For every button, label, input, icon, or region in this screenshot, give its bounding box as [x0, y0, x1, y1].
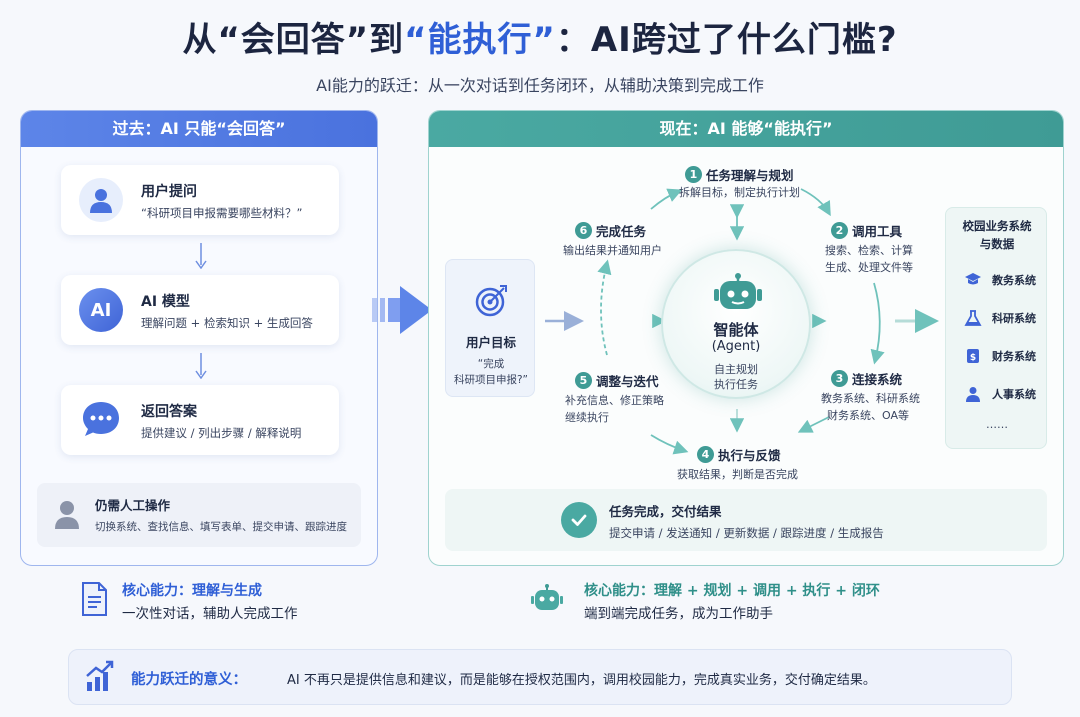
- user-icon: [79, 178, 123, 222]
- systems-title-2: 与数据: [979, 237, 1015, 251]
- step-6-desc: 输出结果并通知用户: [563, 244, 662, 257]
- robot-icon: [531, 584, 563, 610]
- system-item-hr: 人事系统: [964, 386, 1036, 402]
- manual-title: 仍需人工操作: [95, 498, 171, 513]
- past-panel-header: 过去：AI 只能“会回答”: [21, 111, 377, 147]
- chat-bubble-icon: [79, 398, 123, 442]
- ai-model-text: 理解问题 + 检索知识 + 生成回答: [141, 316, 313, 330]
- meaning-label: 能力跃迁的意义：: [131, 672, 247, 688]
- present-panel: 现在：AI 能够“能执行” 用户目标 “完成 科研项目申报?”: [428, 110, 1064, 566]
- meaning-text: AI 不再只是提供信息和建议，而是能够在授权范围内，调用校园能力，完成真实业务，…: [287, 673, 876, 688]
- user-goal-text-2: 科研项目申报?”: [453, 374, 528, 386]
- ai-model-title: AI 模型: [141, 294, 190, 310]
- step-2-desc-1: 搜索、检索、计算: [825, 244, 913, 257]
- systems-more: ……: [986, 418, 1008, 431]
- agent-en: (Agent): [711, 339, 761, 354]
- robot-icon: [714, 273, 762, 309]
- user-goal-box: 用户目标 “完成 科研项目申报?”: [445, 259, 535, 397]
- step-3-desc-1: 教务系统、科研系统: [821, 392, 920, 405]
- return-answer-card: 返回答案 提供建议 / 列出步骤 / 解释说明: [61, 385, 339, 455]
- meaning-bar: 能力跃迁的意义： AI 不再只是提供信息和建议，而是能够在授权范围内，调用校园能…: [68, 649, 1012, 705]
- present-core-text: 端到端完成任务，成为工作助手: [584, 606, 773, 622]
- step-3-desc-2: 财务系统、OA等: [827, 409, 909, 422]
- graduation-cap-icon: [965, 273, 981, 285]
- task-complete-text: 提交申请 / 发送通知 / 更新数据 / 跟踪进度 / 生成报告: [609, 526, 884, 540]
- present-panel-header: 现在：AI 能够“能执行”: [429, 111, 1063, 147]
- big-arrow-icon: [372, 286, 432, 334]
- step-5-desc-1: 补充信息、修正策略: [565, 394, 664, 407]
- page-title: 从“会回答”到“能执行”：AI跨过了什么门槛?: [182, 20, 898, 60]
- step-5-desc-2: 继续执行: [565, 411, 609, 424]
- title-highlight: “能执行”: [404, 20, 556, 60]
- system-item-finance: $ 财务系统: [964, 348, 1036, 364]
- user-question-card: 用户提问 “科研项目申报需要哪些材料？”: [61, 165, 339, 235]
- document-icon: [82, 582, 107, 616]
- system-item-academic: 教务系统: [964, 272, 1036, 288]
- task-complete-box: 任务完成，交付结果 提交申请 / 发送通知 / 更新数据 / 跟踪进度 / 生成…: [445, 489, 1047, 551]
- campus-systems-box: 校园业务系统 与数据 教务系统 科研系统 $ 财务系统 人事系统 ……: [945, 207, 1047, 449]
- step-4-desc: 获取结果，判断是否完成: [677, 468, 798, 481]
- step-2-desc-2: 生成、处理文件等: [825, 261, 913, 274]
- return-answer-title: 返回答案: [141, 404, 197, 420]
- user-question-title: 用户提问: [141, 184, 197, 200]
- agent-title: 智能体: [713, 321, 759, 339]
- ai-model-card: AI AI 模型 理解问题 + 检索知识 + 生成回答: [61, 275, 339, 345]
- step-1-desc: 拆解目标，制定执行计划: [679, 186, 800, 199]
- ai-model-icon: AI: [79, 288, 123, 332]
- past-panel: 过去：AI 只能“会回答” 用户提问 “科研项目申报需要哪些材料？” AI AI…: [20, 110, 378, 566]
- systems-title-1: 校园业务系统: [962, 219, 1032, 233]
- svg-text:$: $: [970, 353, 976, 363]
- check-icon: [561, 502, 597, 538]
- past-core-text: 一次性对话，辅助人完成工作: [122, 606, 298, 622]
- user-goal-text-1: “完成: [477, 358, 505, 370]
- return-answer-text: 提供建议 / 列出步骤 / 解释说明: [141, 426, 302, 440]
- manual-text: 切换系统、查找信息、填写表单、提交申请、跟踪进度: [95, 521, 347, 533]
- flask-icon: [964, 310, 982, 326]
- cycle-arrows: [545, 188, 939, 455]
- user-goal-title: 用户目标: [465, 335, 516, 350]
- past-core-title: 核心能力：理解与生成: [122, 583, 262, 599]
- chart-growth-icon: [86, 660, 114, 691]
- agent-sub-1: 自主规划: [714, 363, 758, 376]
- finance-icon: $: [967, 349, 979, 363]
- user-question-text: “科研项目申报需要哪些材料？”: [141, 206, 303, 220]
- manual-operation-box: 仍需人工操作 切换系统、查找信息、填写表单、提交申请、跟踪进度: [37, 483, 361, 547]
- down-arrow-icon: [195, 243, 207, 269]
- person-icon: [966, 387, 980, 402]
- worker-icon: [55, 501, 79, 529]
- page-subtitle: AI能力的跃迁：从一次对话到任务闭环，从辅助决策到完成工作: [316, 76, 764, 95]
- present-core-title: 核心能力：理解 + 规划 + 调用 + 执行 + 闭环: [584, 583, 880, 599]
- task-complete-title: 任务完成，交付结果: [609, 504, 722, 519]
- down-arrow-icon: [195, 353, 207, 379]
- agent-sub-2: 执行任务: [714, 378, 758, 391]
- system-item-research: 科研系统: [964, 310, 1036, 326]
- target-icon: [475, 285, 507, 317]
- agent-core: 智能体 (Agent) 自主规划 执行任务: [661, 249, 811, 399]
